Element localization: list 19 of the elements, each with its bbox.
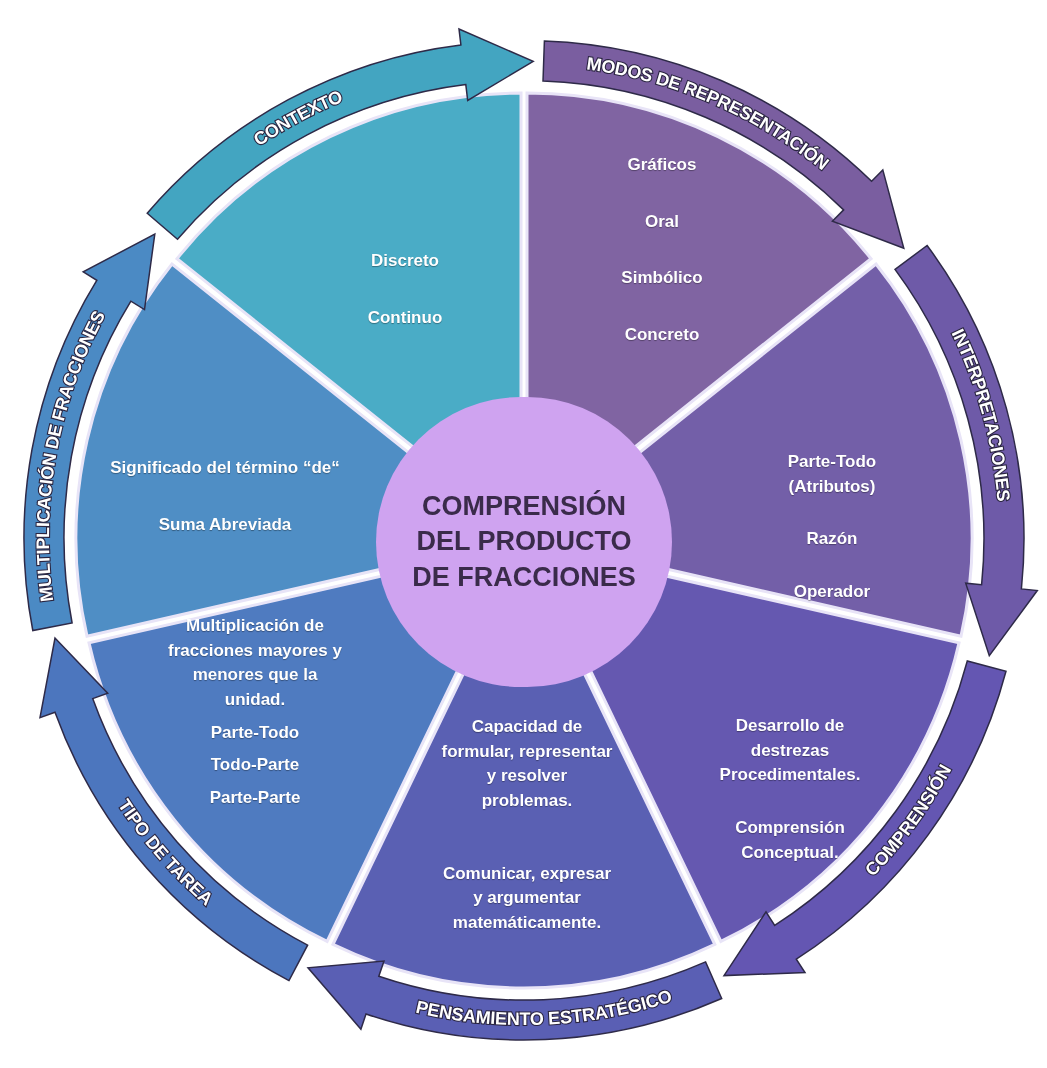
center-title: COMPRENSIÓN DEL PRODUCTO DE FRACCIONES [411,489,637,594]
item-text: Continuo [367,307,443,329]
item-text: Comunicar, expresar y argumentar matemáticamente. [441,862,613,934]
item-text: Operador [793,580,871,603]
item-text: Desarrollo de destrezas Procedimentales. [718,715,862,787]
item-text: Discreto [370,250,439,273]
item-text: Parte-Parte [209,786,301,809]
item-text: Significado del término “de“ [110,457,340,480]
item-text: Comprensión Conceptual. [734,817,846,864]
item-text: Oral [644,210,679,233]
item-text: Todo-Parte [210,753,300,776]
item-text: Parte-Todo (Atributos) [786,450,878,498]
item-text: Razón [806,528,858,550]
item-text: Parte-Todo [210,721,300,744]
item-text: Simbólico [621,267,703,289]
item-text: Concreto [624,323,700,346]
item-text: Capacidad de formular, representar y resolver problemas. [441,715,613,812]
item-text: Suma Abreviada [158,514,292,536]
item-text: Multiplicación de fracciones mayores y menores que la unidad. [167,614,343,711]
